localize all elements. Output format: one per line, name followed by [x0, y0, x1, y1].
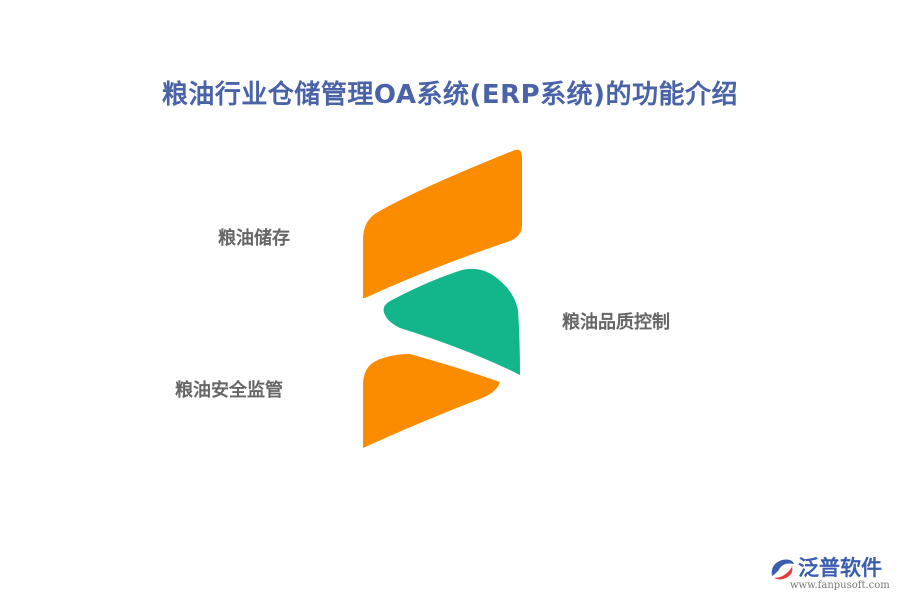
label-grain-storage: 粮油储存: [218, 228, 290, 249]
brand-logo-icon: [771, 559, 794, 580]
brand-name: 泛普软件: [798, 556, 882, 580]
label-grain-safety-supervision: 粮油安全监管: [175, 380, 283, 401]
label-grain-quality-control: 粮油品质控制: [562, 312, 670, 333]
page-title: 粮油行业仓储管理OA系统(ERP系统)的功能介绍: [161, 80, 739, 110]
brand-url: www.fanpusoft.com: [790, 580, 890, 591]
segment-3-shape: [363, 354, 500, 448]
brand-logo: 泛普软件 www.fanpusoft.com: [768, 552, 892, 596]
segment-1-shape: [363, 149, 522, 298]
segment-2-shape: [383, 268, 520, 375]
